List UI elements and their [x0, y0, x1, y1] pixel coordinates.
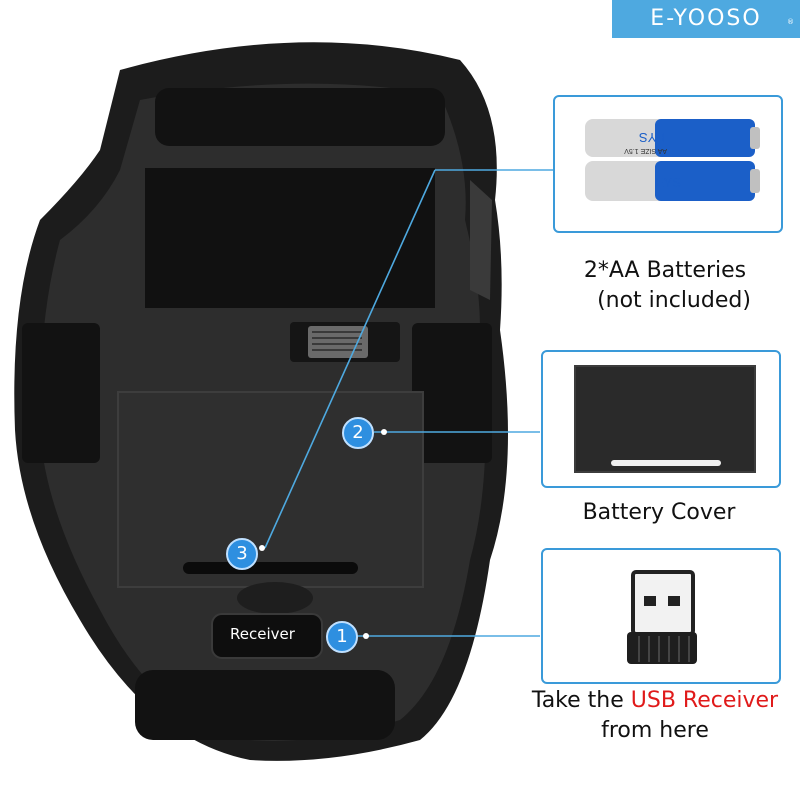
callout-dot-2 — [381, 429, 387, 435]
battery-caption: 2*AA Batteries (not included) — [540, 256, 790, 316]
bottom-glide-pad — [135, 670, 395, 740]
batteries-image: EYS AA SIZE 1.5V EYS — [585, 119, 760, 201]
optical-sensor — [237, 582, 313, 614]
sticker-area — [145, 168, 435, 308]
usb-receiver-caption: Take the USB Receiver from here — [510, 686, 800, 746]
battery-size-text: AA SIZE 1.5V — [624, 147, 667, 154]
marker-1: 1 — [326, 621, 358, 653]
callout-dot-3 — [259, 545, 265, 551]
battery-panel: EYS AA SIZE 1.5V EYS — [553, 95, 783, 233]
power-switch — [308, 326, 368, 358]
battery-cover-image — [574, 365, 756, 473]
usb-receiver-image — [627, 570, 697, 664]
marker-2: 2 — [342, 417, 374, 449]
top-glide-pad — [155, 88, 445, 146]
receiver-slot — [211, 613, 323, 659]
brand-name: E-YOOSO — [650, 6, 762, 31]
registered-mark: ® — [787, 18, 796, 26]
usb-caption-line2: from here — [601, 718, 709, 743]
battery-caption-line2: (not included) — [597, 288, 751, 313]
side-grip — [470, 180, 492, 300]
battery-top: EYS AA SIZE 1.5V — [585, 119, 760, 157]
usb-caption-line1: Take the USB Receiver — [510, 686, 800, 716]
receiver-label: Receiver — [230, 625, 295, 643]
battery-cover-outline — [117, 391, 424, 588]
marker-3: 3 — [226, 538, 258, 570]
callout-dot-1 — [363, 633, 369, 639]
left-glide-pad — [22, 323, 100, 463]
brand-logo: E-YOOSO ® — [612, 0, 800, 38]
cover-release-slot — [183, 562, 358, 574]
right-glide-pad — [412, 323, 492, 463]
battery-caption-line1: 2*AA Batteries — [583, 258, 747, 283]
battery-brand-text: EYS — [639, 130, 665, 145]
usb-caption-highlight: USB Receiver — [630, 688, 779, 713]
battery-cover-caption: Battery Cover — [582, 500, 736, 525]
usb-caption-prefix: Take the — [531, 688, 631, 713]
callout-line-3 — [264, 169, 436, 549]
battery-cover-panel — [541, 350, 781, 488]
usb-receiver-panel — [541, 548, 781, 684]
battery-brand-text-2: EYS — [655, 175, 681, 190]
battery-bottom: EYS — [585, 161, 760, 201]
